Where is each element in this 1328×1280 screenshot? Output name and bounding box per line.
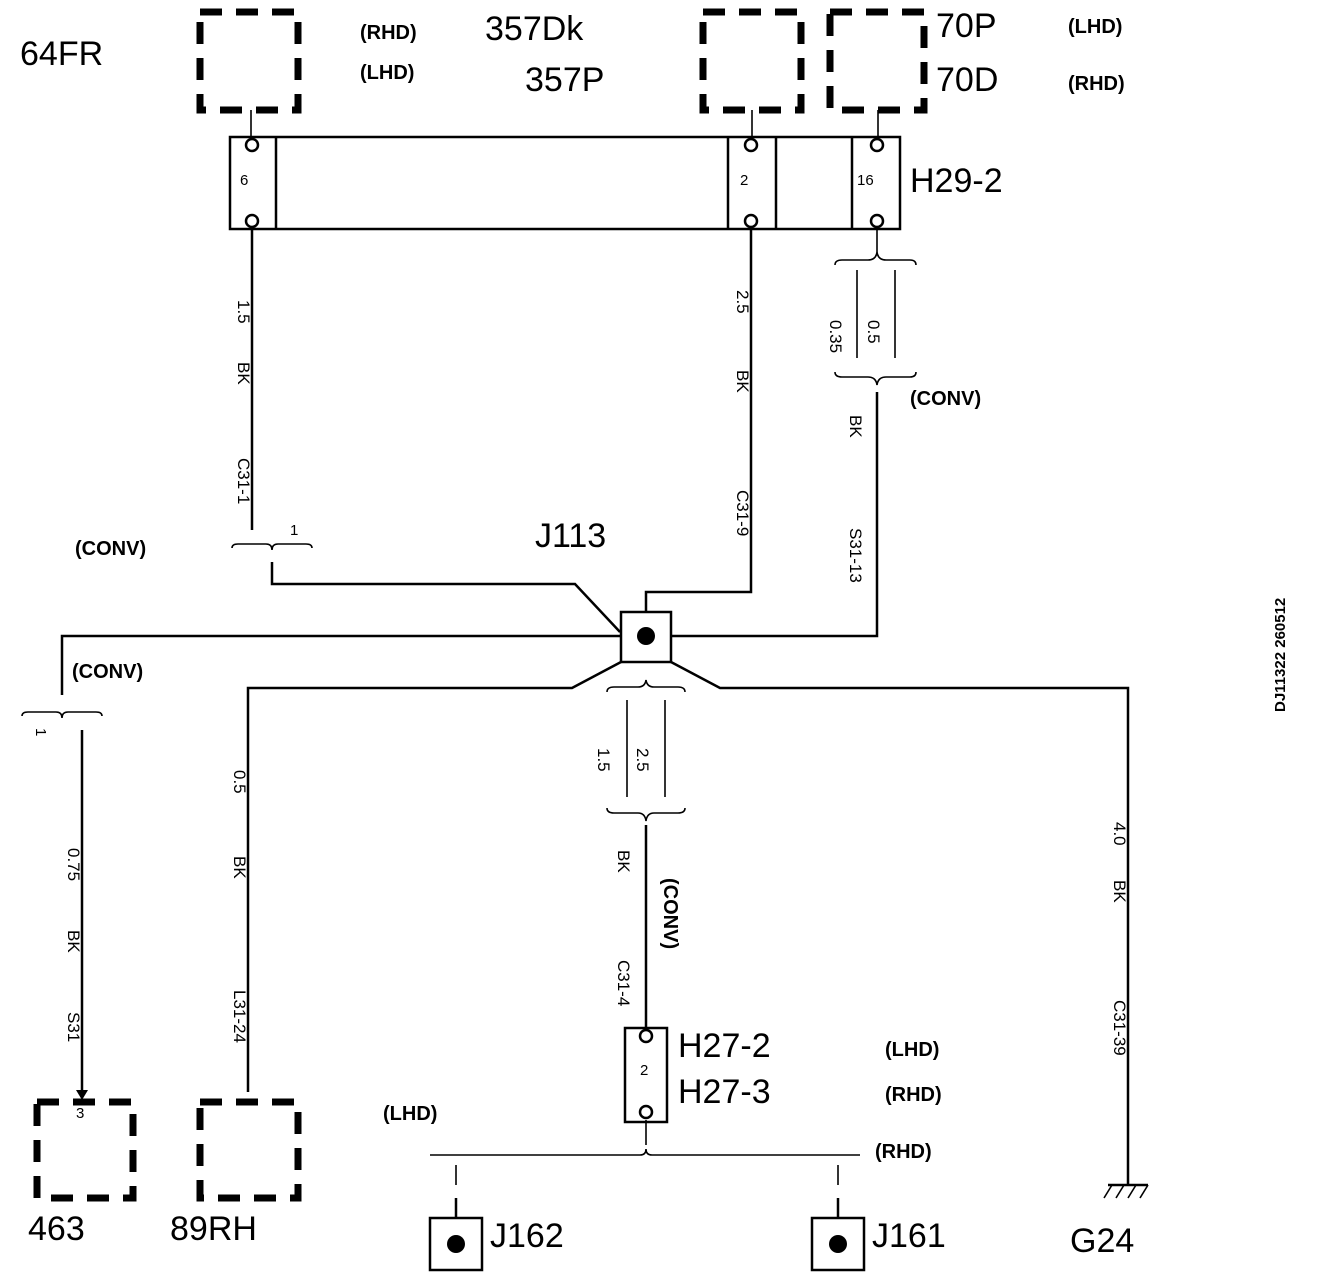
wire1-size: 1.5 bbox=[234, 300, 253, 324]
wire7-size: 4.0 bbox=[1110, 822, 1129, 846]
label-64fr: 64FR bbox=[20, 35, 103, 73]
label-rhd-h27: (RHD) bbox=[885, 1084, 942, 1106]
pin-h29-16: 16 bbox=[857, 172, 874, 189]
label-357dk: 357Dk bbox=[485, 10, 584, 48]
label-g24: G24 bbox=[1070, 1222, 1134, 1260]
label-lhd-j162: (LHD) bbox=[383, 1103, 437, 1125]
conv-463-pin: 1 bbox=[32, 728, 49, 736]
pin-h27-2: 2 bbox=[640, 1062, 648, 1079]
wire5-color: BK bbox=[230, 856, 249, 879]
label-lhd-h27: (LHD) bbox=[885, 1039, 939, 1061]
wire4-size: 0.75 bbox=[64, 848, 83, 881]
label-463: 463 bbox=[28, 1210, 85, 1248]
label-rhd-70: (RHD) bbox=[1068, 73, 1125, 95]
wire2-size: 2.5 bbox=[733, 290, 752, 314]
wire6-size-b: 2.5 bbox=[633, 748, 652, 772]
connector-89rh-box bbox=[196, 1098, 302, 1202]
wire3-color: BK bbox=[846, 415, 865, 438]
wire3-size-a: 0.35 bbox=[826, 320, 845, 353]
wire6-color: BK bbox=[614, 850, 633, 873]
pin-h29-6: 6 bbox=[240, 172, 248, 189]
splice-j113 bbox=[619, 610, 673, 664]
wire2-color: BK bbox=[733, 370, 752, 393]
connector-70-box bbox=[826, 8, 928, 114]
wire4-id: S31 bbox=[64, 1012, 83, 1042]
label-lhd-70: (LHD) bbox=[1068, 16, 1122, 38]
connector-h29-2 bbox=[228, 135, 902, 231]
wire2-id: C31-9 bbox=[733, 490, 752, 536]
wire3-id: S31-13 bbox=[846, 528, 865, 583]
wire3-size-b: 0.5 bbox=[864, 320, 883, 344]
label-conv-16: (CONV) bbox=[910, 388, 981, 410]
label-h27-2: H27-2 bbox=[678, 1027, 771, 1065]
splice-j161 bbox=[810, 1216, 866, 1272]
label-j113: J113 bbox=[535, 517, 606, 555]
label-lhd-64: (LHD) bbox=[360, 62, 414, 84]
wire7-id: C31-39 bbox=[1110, 1000, 1129, 1056]
ground-symbol bbox=[1103, 1183, 1149, 1199]
label-conv-463: (CONV) bbox=[72, 661, 143, 683]
connector-463-box bbox=[33, 1098, 137, 1202]
wire5-size: 0.5 bbox=[230, 770, 249, 794]
pin-h29-2: 2 bbox=[740, 172, 748, 189]
drawing-id: DJ11322 260512 bbox=[1272, 598, 1289, 712]
wire6-size-a: 1.5 bbox=[594, 748, 613, 772]
label-h27-3: H27-3 bbox=[678, 1073, 771, 1111]
splice-j162 bbox=[428, 1216, 484, 1272]
pin-463-3: 3 bbox=[76, 1105, 84, 1122]
label-h29-2: H29-2 bbox=[910, 162, 1003, 200]
label-357p: 357P bbox=[525, 61, 604, 99]
connector-357-box bbox=[699, 8, 805, 114]
label-70d: 70D bbox=[936, 61, 998, 99]
wire5-id: L31-24 bbox=[230, 990, 249, 1043]
label-89rh: 89RH bbox=[170, 1210, 257, 1248]
wire7-color: BK bbox=[1110, 880, 1129, 903]
wire6-id: C31-4 bbox=[614, 960, 633, 1006]
label-j162: J162 bbox=[490, 1217, 564, 1255]
connector-64fr-box bbox=[196, 8, 302, 114]
label-conv-h27: (CONV) bbox=[659, 878, 681, 949]
wire1-id: C31-1 bbox=[234, 458, 253, 504]
wire4-color: BK bbox=[64, 930, 83, 953]
wire1-color: BK bbox=[234, 362, 253, 385]
label-conv-left: (CONV) bbox=[75, 538, 146, 560]
label-rhd-j161: (RHD) bbox=[875, 1141, 932, 1163]
label-j161: J161 bbox=[872, 1217, 946, 1255]
conv-left-pin: 1 bbox=[290, 522, 298, 539]
label-rhd-64: (RHD) bbox=[360, 22, 417, 44]
label-70p: 70P bbox=[936, 7, 997, 45]
